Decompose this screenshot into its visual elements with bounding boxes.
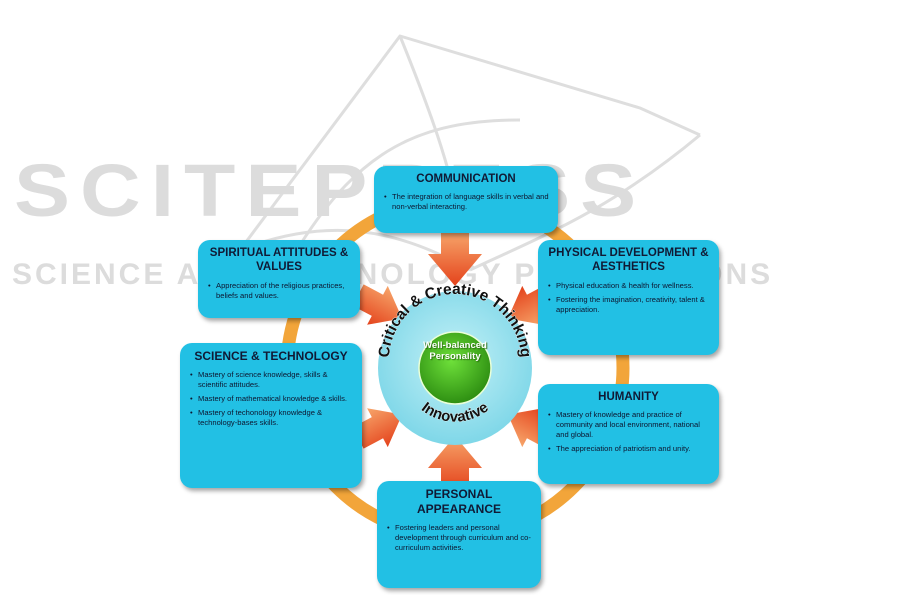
box-communication-title: COMMUNICATION xyxy=(416,173,516,185)
arrow-upper-left xyxy=(352,284,403,325)
list-item: The integration of language skills in ve… xyxy=(384,192,549,212)
box-spiritual-list: Appreciation of the religious practices,… xyxy=(207,281,351,301)
core-label: Well-balanced Personality xyxy=(423,340,487,362)
box-physical-list: Physical education & health for wellness… xyxy=(547,281,710,315)
arrow-bottom xyxy=(428,436,482,490)
box-communication: COMMUNICATION The integration of languag… xyxy=(374,166,558,233)
box-personal-list: Fostering leaders and personal developme… xyxy=(386,523,532,553)
box-communication-list: The integration of language skills in ve… xyxy=(383,192,549,212)
list-item: Mastery of techonology knowledge & techn… xyxy=(190,408,353,428)
arrow-lower-left xyxy=(352,408,403,449)
box-spiritual-attitudes: SPIRITUAL ATTITUDES & VALUES Appreciatio… xyxy=(198,240,360,318)
list-item: Mastery of science knowledge, skills & s… xyxy=(190,370,353,390)
core-circle xyxy=(418,331,492,405)
list-item: Fostering leaders and personal developme… xyxy=(387,523,532,553)
box-science-list: Mastery of science knowledge, skills & s… xyxy=(189,370,353,428)
box-science-technology: SCIENCE & TECHNOLOGY Mastery of science … xyxy=(180,343,362,488)
list-item: Fostering the imagination, creativity, t… xyxy=(548,295,710,315)
list-item: The appreciation of patriotism and unity… xyxy=(548,444,710,454)
list-item: Mastery of mathematical knowledge & skil… xyxy=(190,394,353,404)
list-item: Physical education & health for wellness… xyxy=(548,281,710,291)
box-humanity-title: HUMANITY xyxy=(598,391,659,403)
list-item: Mastery of knowledge and practice of com… xyxy=(548,410,710,440)
box-physical-title: PHYSICAL DEVELOPMENT & AESTHETICS xyxy=(548,247,709,274)
list-item: Appreciation of the religious practices,… xyxy=(208,281,351,301)
box-spiritual-title: SPIRITUAL ATTITUDES & VALUES xyxy=(209,247,349,274)
box-physical-development: PHYSICAL DEVELOPMENT & AESTHETICS Physic… xyxy=(538,240,719,355)
arrow-top xyxy=(428,232,482,286)
box-humanity: HUMANITY Mastery of knowledge and practi… xyxy=(538,384,719,484)
box-humanity-list: Mastery of knowledge and practice of com… xyxy=(547,410,710,454)
box-personal-title: PERSONAL APPEARANCE xyxy=(416,487,501,516)
box-personal-appearance: PERSONAL APPEARANCE Fostering leaders an… xyxy=(377,481,541,588)
box-science-title: SCIENCE & TECHNOLOGY xyxy=(194,349,348,363)
